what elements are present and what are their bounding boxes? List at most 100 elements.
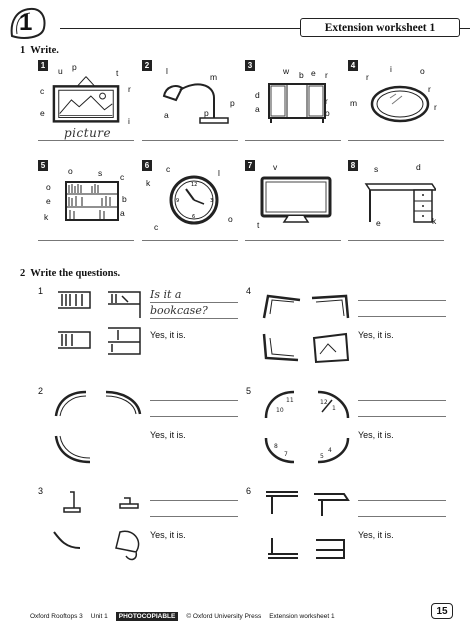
example-question-line2: bookcase? bbox=[150, 304, 208, 317]
scrambled-letter: v bbox=[273, 162, 278, 172]
reply-text: Yes, it is. bbox=[150, 330, 186, 340]
scrambled-letter: a bbox=[164, 110, 169, 120]
write-item-7: 7 v t bbox=[245, 160, 343, 250]
svg-text:5: 5 bbox=[320, 453, 324, 460]
question-number: 1 bbox=[38, 286, 44, 296]
scrambled-letter: p bbox=[204, 108, 209, 118]
item-number: 1 bbox=[38, 60, 48, 71]
mirror-icon bbox=[370, 85, 430, 123]
lamp-fragments-icon bbox=[53, 491, 140, 561]
question-line[interactable] bbox=[358, 416, 446, 417]
question-number: 6 bbox=[246, 486, 252, 496]
item-number: 2 bbox=[142, 60, 152, 71]
question-line[interactable] bbox=[150, 400, 238, 401]
question-line[interactable] bbox=[358, 316, 446, 317]
answer-line[interactable] bbox=[142, 140, 238, 141]
answer-line[interactable] bbox=[245, 240, 341, 241]
example-question-line1: Is it a bbox=[150, 288, 182, 301]
scrambled-letter: a bbox=[255, 104, 260, 114]
answer-line[interactable] bbox=[38, 240, 134, 241]
scrambled-letter: r bbox=[325, 96, 328, 106]
bookcase-icon bbox=[65, 181, 119, 221]
scrambled-letter: i bbox=[128, 116, 130, 126]
svg-text:12: 12 bbox=[191, 182, 197, 188]
reply-text: Yes, it is. bbox=[150, 530, 186, 540]
question-6: 6 Yes, it is. bbox=[246, 486, 451, 586]
scrambled-letter: o bbox=[420, 66, 425, 76]
scrambled-letter: r bbox=[128, 84, 131, 94]
scrambled-letter: l bbox=[218, 168, 220, 178]
unit-number: 1 bbox=[19, 9, 33, 36]
scrambled-letter: b bbox=[299, 70, 304, 80]
answer-line[interactable] bbox=[348, 240, 444, 241]
scrambled-letter: s bbox=[374, 164, 379, 174]
picture-fragments-icon bbox=[262, 294, 350, 364]
question-line[interactable] bbox=[358, 300, 446, 301]
svg-text:6: 6 bbox=[192, 214, 195, 220]
write-item-1: 1 u p t c r e i picture bbox=[38, 60, 136, 150]
svg-text:4: 4 bbox=[328, 447, 332, 454]
write-item-2: 2 l m p a p bbox=[142, 60, 240, 150]
answer-line[interactable] bbox=[245, 140, 341, 141]
scrambled-letter: k bbox=[44, 212, 49, 222]
picture-frame-icon bbox=[52, 76, 120, 123]
scrambled-letter: o bbox=[46, 182, 51, 192]
question-line[interactable] bbox=[150, 302, 238, 303]
footer: Oxford Rooftops 3 Unit 1 PHOTOCOPIABLE ©… bbox=[30, 612, 335, 621]
item-number: 5 bbox=[38, 160, 48, 171]
scrambled-letter: a bbox=[120, 208, 125, 218]
scrambled-letter: e bbox=[311, 68, 316, 78]
tv-icon bbox=[260, 176, 332, 223]
write-item-3: 3 w b e r d r a o bbox=[245, 60, 343, 150]
reply-text: Yes, it is. bbox=[358, 530, 394, 540]
scrambled-letter: c bbox=[166, 164, 171, 174]
scrambled-letter: d bbox=[416, 162, 421, 172]
wardrobe-icon bbox=[268, 83, 326, 123]
question-line[interactable] bbox=[150, 516, 238, 517]
scrambled-letter: m bbox=[210, 72, 218, 82]
scrambled-letter: l bbox=[166, 66, 168, 76]
write-item-6: 6 c l k c o 12 3 6 9 bbox=[142, 160, 240, 250]
footer-book: Oxford Rooftops 3 bbox=[30, 613, 83, 620]
scrambled-letter: p bbox=[230, 98, 235, 108]
reply-text: Yes, it is. bbox=[150, 430, 186, 440]
scrambled-letter: r bbox=[366, 72, 369, 82]
question-line[interactable] bbox=[358, 400, 446, 401]
mirror-fragments-icon bbox=[54, 390, 142, 464]
scrambled-letter: r bbox=[428, 84, 431, 94]
item-number: 8 bbox=[348, 160, 358, 171]
scrambled-letter: e bbox=[46, 196, 51, 206]
write-item-5: 5 o s c o e b k a bbox=[38, 160, 136, 250]
section2-title: Write the questions. bbox=[30, 268, 121, 279]
question-line[interactable] bbox=[150, 416, 238, 417]
svg-text:8: 8 bbox=[274, 443, 278, 450]
write-item-8: 8 s d e k bbox=[348, 160, 446, 250]
scrambled-letter: e bbox=[40, 108, 45, 118]
scrambled-letter: b bbox=[122, 194, 127, 204]
question-line[interactable] bbox=[150, 318, 238, 319]
question-line[interactable] bbox=[358, 516, 446, 517]
svg-text:10: 10 bbox=[276, 407, 284, 414]
scrambled-letter: k bbox=[146, 178, 151, 188]
footer-publisher: © Oxford University Press bbox=[186, 613, 262, 620]
footer-unit: Unit 1 bbox=[90, 613, 108, 620]
scrambled-letter: r bbox=[434, 102, 437, 112]
answer-line[interactable] bbox=[348, 140, 444, 141]
scrambled-letter: r bbox=[325, 70, 328, 80]
question-line[interactable] bbox=[358, 500, 446, 501]
answer-line[interactable] bbox=[142, 240, 238, 241]
clock-icon: 12 3 6 9 bbox=[169, 175, 219, 225]
svg-text:11: 11 bbox=[286, 397, 294, 404]
answer-line[interactable] bbox=[38, 140, 134, 141]
question-number: 3 bbox=[38, 486, 44, 496]
question-line[interactable] bbox=[150, 500, 238, 501]
question-2: 2 Yes, it is. bbox=[38, 386, 243, 486]
desk-icon bbox=[364, 183, 436, 223]
scrambled-letter: e bbox=[376, 218, 381, 228]
unit-badge-icon bbox=[10, 7, 46, 39]
worksheet-title: Extension worksheet 1 bbox=[300, 18, 460, 37]
scrambled-letter: c bbox=[120, 172, 125, 182]
